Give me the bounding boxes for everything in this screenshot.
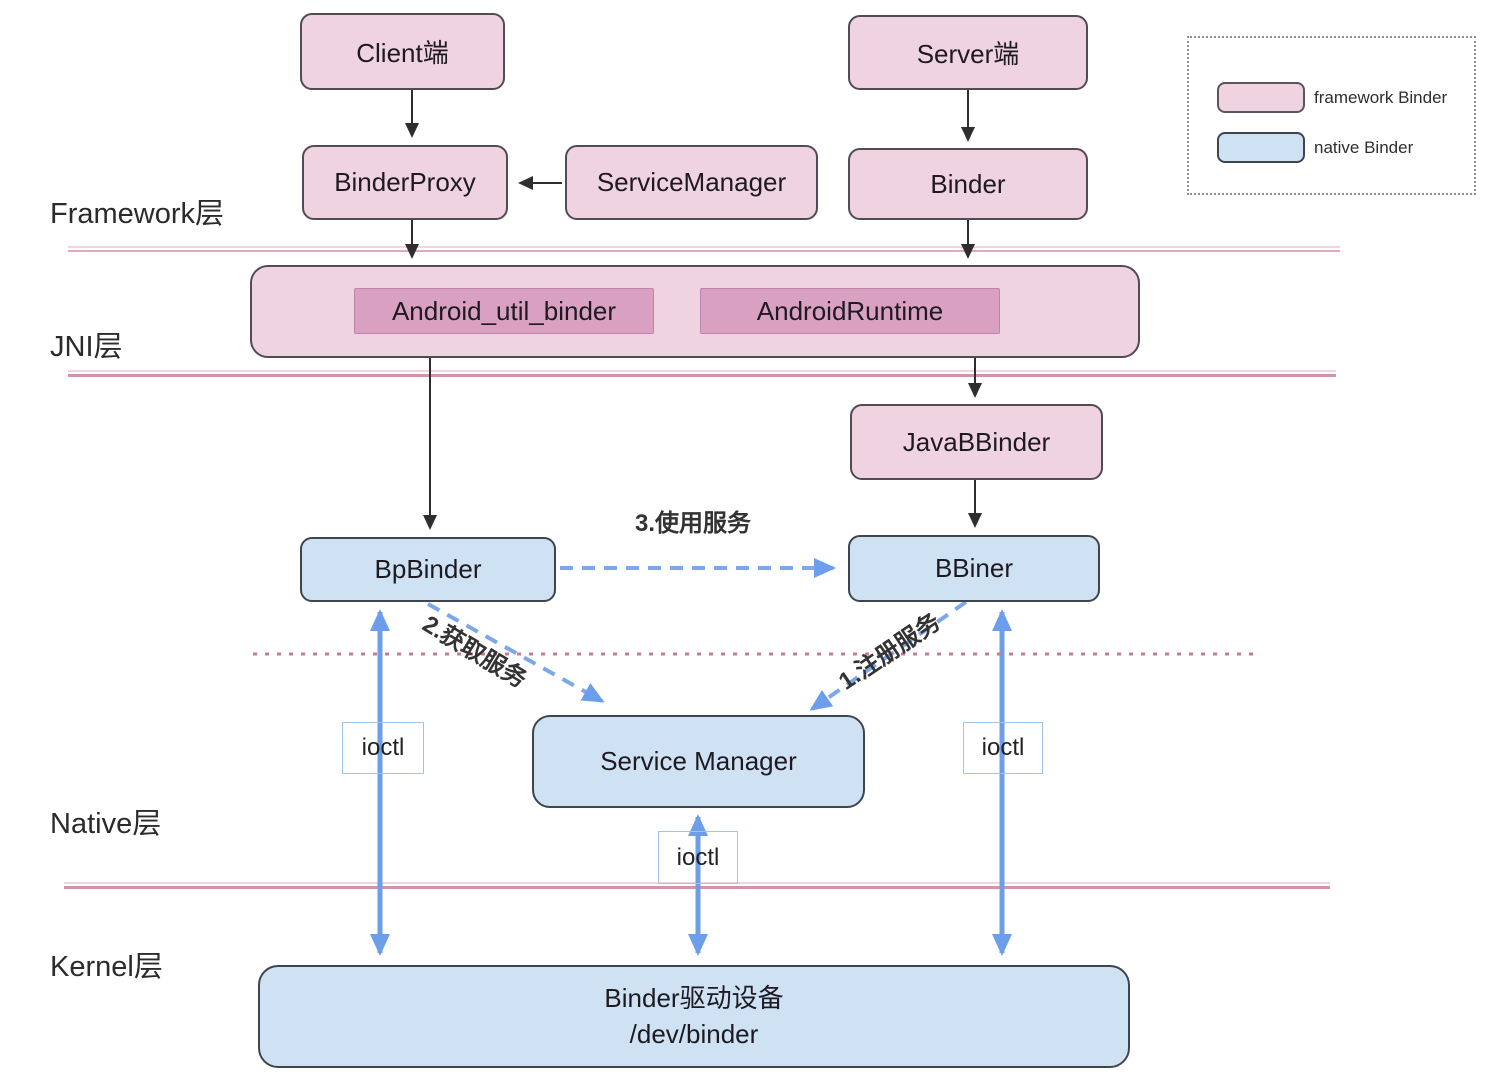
ioctl-label-middle: ioctl: [658, 831, 738, 884]
binder-driver-path: /dev/binder: [629, 1018, 759, 1049]
layer-label-native: Native层: [50, 808, 162, 840]
legend-label-framework: framework Binder: [1314, 88, 1448, 107]
node-binder-driver: Binder驱动设备 /dev/binder: [258, 965, 1130, 1068]
node-client: Client端: [300, 13, 505, 90]
node-java-bbinder: JavaBBinder: [850, 404, 1103, 480]
legend-swatch-native: [1217, 132, 1305, 163]
legend-label-native: native Binder: [1314, 138, 1414, 157]
binder-driver-title: Binder驱动设备: [604, 983, 784, 1014]
divider-jni-native: [68, 370, 1336, 377]
node-service-manager-native: Service Manager: [532, 715, 865, 808]
ioctl-label-left: ioctl: [342, 722, 424, 774]
node-jni-container: Android_util_binder AndroidRuntime: [250, 265, 1140, 358]
node-server: Server端: [848, 15, 1088, 90]
node-bp-binder: BpBinder: [300, 537, 556, 602]
layer-label-kernel: Kernel层: [50, 951, 163, 983]
layer-label-framework: Framework层: [50, 198, 225, 230]
legend-swatch-framework: [1217, 82, 1305, 113]
node-android-util-binder: Android_util_binder: [354, 288, 654, 334]
arrow-get-service: [427, 602, 605, 703]
legend: framework Binder native Binder: [1187, 36, 1476, 195]
node-android-runtime: AndroidRuntime: [700, 288, 1000, 334]
node-bbiner: BBiner: [848, 535, 1100, 602]
node-binder: Binder: [848, 148, 1088, 220]
node-service-manager-framework: ServiceManager: [565, 145, 818, 220]
layer-label-jni: JNI层: [50, 331, 123, 363]
node-binder-proxy: BinderProxy: [302, 145, 508, 220]
ioctl-label-right: ioctl: [963, 722, 1043, 774]
divider-framework-jni: [68, 246, 1340, 252]
edge-label-use-service: 3.使用服务: [634, 510, 751, 537]
